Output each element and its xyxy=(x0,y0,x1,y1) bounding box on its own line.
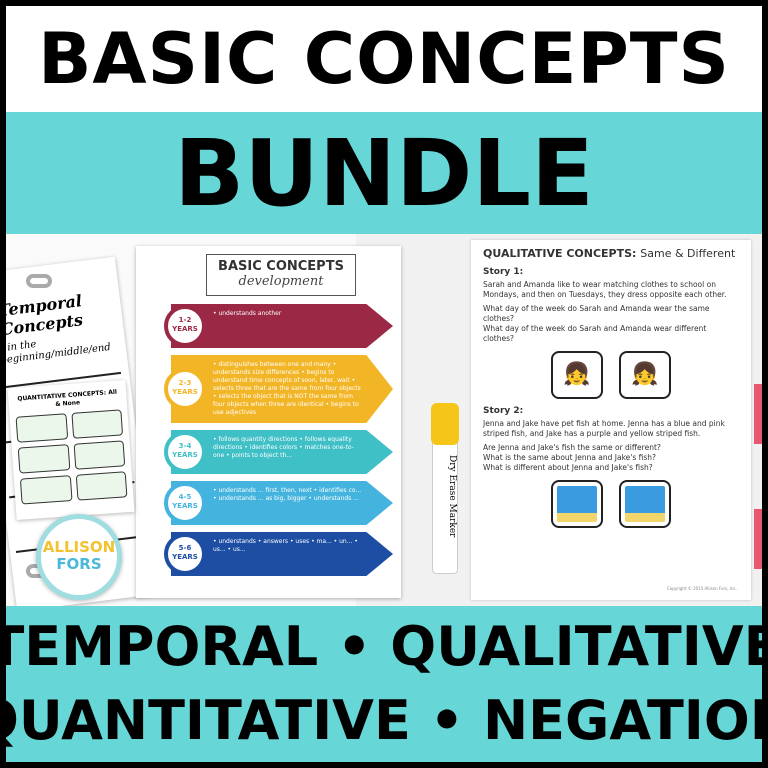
product-photo: Temporal Concepts s in the beginning/mid… xyxy=(6,234,762,606)
brand-logo: ALLISON FORS xyxy=(36,514,122,600)
page-title: QUALITATIVE CONCEPTS: Same & Different xyxy=(483,247,739,260)
card-picture xyxy=(15,413,68,443)
copyright: Copyright © 2015 Allison Fors, Inc. xyxy=(666,586,737,591)
cards-title: QUANTITATIVE CONCEPTS: All & None xyxy=(17,388,118,408)
development-sheet: BASIC CONCEPTS development • understands… xyxy=(136,246,401,598)
card-picture xyxy=(17,444,70,474)
story1-q2: What day of the week do Sarah and Amanda… xyxy=(483,324,707,343)
page-tab xyxy=(754,509,762,569)
age-band: • understands • answers • uses • ma... •… xyxy=(171,532,393,576)
age-badge: 5-6 YEARS xyxy=(164,533,206,575)
story2-label: Story 2: xyxy=(483,406,524,416)
fish-picture-icon xyxy=(619,480,671,528)
subtitle: BUNDLE xyxy=(174,119,594,227)
age-band: • follows quantity directions • follows … xyxy=(171,430,393,474)
story1-text: Sarah and Amanda like to wear matching c… xyxy=(483,280,727,299)
age-band-row: • understands ... first, then, next • id… xyxy=(136,481,401,525)
binder-ring xyxy=(26,274,52,288)
development-title: BASIC CONCEPTS development xyxy=(206,254,356,296)
logo-line2: FORS xyxy=(56,555,102,573)
subtitle-band: BUNDLE xyxy=(6,112,762,234)
card-picture xyxy=(70,409,124,439)
topics-line2: QUANTITATIVE • NEGATION xyxy=(6,689,762,752)
age-band: • understands another xyxy=(171,304,393,348)
age-band-row: • follows quantity directions • follows … xyxy=(136,430,401,474)
page-title-rest: Same & Different xyxy=(640,247,736,260)
title-band: BASIC CONCEPTS xyxy=(6,6,762,112)
girl-picture-icon: 👧 xyxy=(619,351,671,399)
title: BASIC CONCEPTS xyxy=(38,18,730,100)
development-script: development xyxy=(238,274,324,289)
story1-pictures: 👧 👧 xyxy=(483,351,739,399)
age-badge: 1-2 YEARS xyxy=(164,305,206,347)
age-band-row: • understands • answers • uses • ma... •… xyxy=(136,532,401,576)
topics-line1: TEMPORAL • QUALITATIVE xyxy=(6,615,762,678)
story2-text: Jenna and Jake have pet fish at home. Je… xyxy=(483,419,725,438)
quantitative-cards: QUANTITATIVE CONCEPTS: All & None xyxy=(7,380,135,520)
age-badge: 3-4 YEARS xyxy=(164,431,206,473)
age-badge: 2-3 YEARS xyxy=(164,368,206,410)
fish-picture-icon xyxy=(551,480,603,528)
card-picture xyxy=(19,475,73,505)
page-title-bold: QUALITATIVE CONCEPTS: xyxy=(483,247,637,260)
card-picture xyxy=(73,440,126,470)
age-band: • distinguishes between one and many • u… xyxy=(171,355,393,423)
card-picture xyxy=(75,471,128,501)
girl-picture-icon: 👧 xyxy=(551,351,603,399)
story1-q1: What day of the week do Sarah and Amanda… xyxy=(483,304,710,323)
dry-erase-marker: Dry Erase Marker xyxy=(431,403,459,574)
story2-pictures xyxy=(483,480,739,528)
story2-q1: Are Jenna and Jake's fish the same or di… xyxy=(483,443,661,452)
page-tab xyxy=(754,384,762,444)
logo-line1: ALLISON xyxy=(42,538,116,556)
product-cover: BASIC CONCEPTS BUNDLE Temporal Concepts … xyxy=(6,6,762,762)
age-badge: 4-5 YEARS xyxy=(164,482,206,524)
age-band: • understands ... first, then, next • id… xyxy=(171,481,393,525)
story2-q2: What is the same about Jenna and Jake's … xyxy=(483,453,657,462)
age-band-row: • distinguishes between one and many • u… xyxy=(136,355,401,423)
story2-q3: What is different about Jenna and Jake's… xyxy=(483,463,653,472)
topics-band: TEMPORAL • QUALITATIVE QUANTITATIVE • NE… xyxy=(6,606,762,762)
story1-label: Story 1: xyxy=(483,267,524,277)
development-heading: BASIC CONCEPTS xyxy=(218,259,344,274)
qualitative-page: QUALITATIVE CONCEPTS: Same & Different S… xyxy=(471,240,751,600)
